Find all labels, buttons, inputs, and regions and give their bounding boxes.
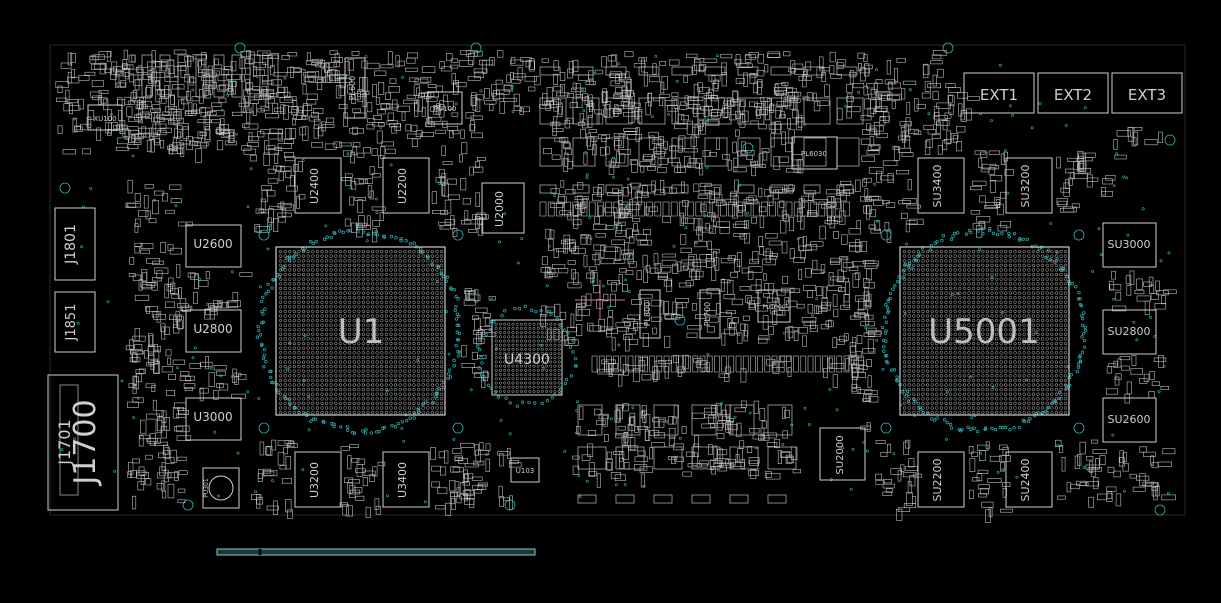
connector-ext2-label: EXT2 — [1054, 86, 1092, 104]
connector-ext1[interactable]: EXT1 — [963, 72, 1035, 114]
bga-grid-u1 — [278, 249, 444, 415]
mem-u2400[interactable]: U2400 — [294, 157, 342, 214]
crosshair-cursor — [575, 280, 625, 320]
connector-ext3[interactable]: EXT3 — [1111, 72, 1183, 114]
part-pl800[interactable]: PL800 — [639, 289, 661, 339]
mem-su2400[interactable]: SU2400 — [1005, 451, 1053, 508]
pcie-edge-connector — [216, 548, 536, 556]
connector-ext2[interactable]: EXT2 — [1037, 72, 1109, 114]
connector-j1851[interactable]: J1851 — [54, 291, 96, 353]
mem-su3400-label: SU3400 — [931, 164, 944, 207]
mem-u3400[interactable]: U3400 — [382, 451, 430, 508]
part-pl600-label: PL600 — [348, 76, 357, 101]
mem-u3000-label: U3000 — [193, 410, 232, 424]
mem-su3400[interactable]: SU3400 — [917, 157, 965, 214]
part-pl6030[interactable]: PL6030 — [791, 136, 838, 170]
mem-su2800[interactable]: SU2800 — [1102, 309, 1157, 355]
mem-su2400-label: SU2400 — [1019, 458, 1032, 501]
bga-grid-u5001 — [902, 249, 1068, 415]
mem-su3000[interactable]: SU3000 — [1102, 222, 1157, 268]
mem-u3000[interactable]: U3000 — [185, 397, 242, 441]
connector-ext3-label: EXT3 — [1128, 86, 1166, 104]
bridge-u4300-label: U4300 — [504, 352, 550, 368]
part-pu1000-label: PU1000 — [762, 304, 785, 311]
part-pu100-label: PU100 — [434, 105, 457, 113]
mem-u2400-label: U2400 — [308, 168, 321, 204]
gpu-u1[interactable]: U1 — [275, 246, 446, 416]
part-pl700[interactable]: PL700 — [699, 289, 721, 339]
part-pu100[interactable]: PU100 — [427, 91, 463, 125]
mem-su2600-label: SU2600 — [1107, 413, 1150, 426]
mem-u3200[interactable]: U3200 — [294, 451, 342, 508]
mem-su2000[interactable]: SU2000 — [819, 427, 866, 481]
connector-j1851-label: J1851 — [64, 304, 79, 342]
bridge-u4300[interactable]: U4300 — [491, 319, 563, 396]
connector-j1801-label: J1801 — [63, 224, 79, 265]
part-u103[interactable]: U103 — [510, 457, 540, 483]
part-pl600[interactable]: PL600 — [344, 57, 366, 119]
mem-su3200[interactable]: SU3200 — [1005, 157, 1053, 214]
mem-su2200[interactable]: SU2200 — [917, 451, 965, 508]
mem-u2200-label: U2200 — [396, 168, 409, 204]
bga-grid-u4300 — [494, 322, 561, 393]
part-pl6030-label: PL6030 — [801, 150, 827, 158]
mem-u2000[interactable]: U2000 — [481, 182, 525, 234]
mem-u3400-label: U3400 — [396, 462, 409, 498]
mem-su2200-label: SU2200 — [931, 458, 944, 501]
mem-su3200-label: SU3200 — [1019, 164, 1032, 207]
mem-su3000-label: SU3000 — [1107, 238, 1150, 251]
connector-j1801[interactable]: J1801 — [54, 207, 96, 281]
mem-u2600[interactable]: U2600 — [185, 224, 242, 268]
mem-u2000-label: U2000 — [493, 191, 506, 227]
gpu-u5001[interactable]: U5001 — [899, 246, 1070, 416]
part-pu301[interactable]: PU301 — [202, 467, 240, 509]
gpu-u1-label: U1 — [338, 312, 385, 352]
component-pads — [55, 49, 1177, 523]
connector-j1700[interactable]: J1700 J1701 — [47, 374, 119, 511]
connector-ext1-label: EXT1 — [980, 86, 1018, 104]
part-pl700-label: PL700 — [703, 302, 712, 327]
mem-u2800[interactable]: U2800 — [185, 309, 242, 353]
mem-su2600[interactable]: SU2600 — [1102, 397, 1157, 443]
board-outline — [49, 44, 1186, 516]
mem-u3200-label: U3200 — [308, 462, 321, 498]
mem-u2600-label: U2600 — [193, 237, 232, 251]
part-pu1000[interactable]: PU1000 — [757, 289, 791, 323]
part-pu301-label: PU301 — [203, 478, 210, 498]
part-u103-label: U103 — [516, 467, 534, 475]
part-pl800-label: PL800 — [643, 302, 652, 327]
part-xu100[interactable]: XU100 — [87, 104, 123, 131]
mem-u2800-label: U2800 — [193, 322, 232, 336]
mem-u2200[interactable]: U2200 — [382, 157, 430, 214]
mem-su2000-label: SU2000 — [835, 435, 846, 474]
part-xu100-label: XU100 — [93, 115, 116, 123]
mem-su2800-label: SU2800 — [1107, 325, 1150, 338]
connector-j1700-label: J1700 — [68, 399, 103, 486]
connector-j1701-label: J1701 — [55, 419, 74, 465]
gpu-u5001-label: U5001 — [928, 312, 1039, 352]
